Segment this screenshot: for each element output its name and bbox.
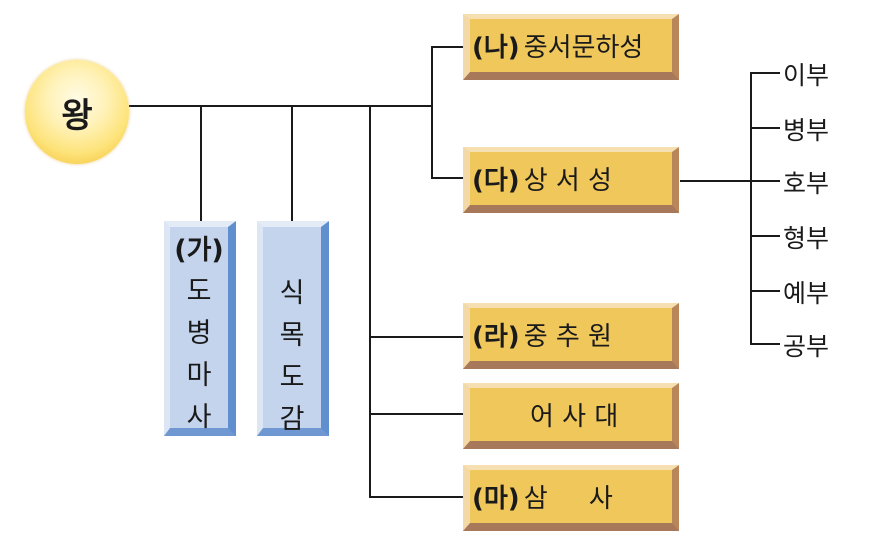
connector-na xyxy=(431,46,466,48)
ministry-tick xyxy=(750,235,780,237)
node-tag: (가) xyxy=(174,235,224,266)
node-label: 어 사 대 xyxy=(530,402,619,432)
ministries-vertical xyxy=(750,72,752,344)
ministry-yebu: 예부 xyxy=(783,279,830,308)
king-node: 왕 xyxy=(25,60,129,164)
ministry-tick xyxy=(750,343,780,345)
node-jungchuwon: (라) 중 추 원 xyxy=(463,303,679,369)
node-dobyeongmasa: (가) 도 병 마 사 xyxy=(164,221,236,436)
ministry-byeongbu: 병부 xyxy=(783,116,830,145)
node-char: 감 xyxy=(279,404,305,435)
branch-lower-vertical xyxy=(369,105,371,498)
node-tag: (라) xyxy=(472,322,520,352)
node-sangseoseong: (다) 상 서 성 xyxy=(463,147,679,213)
node-tag: (나) xyxy=(472,33,520,63)
node-char: 마 xyxy=(186,360,212,391)
connector-sikmokdogam xyxy=(291,105,293,223)
node-char: 도 xyxy=(279,362,305,393)
node-char: 목 xyxy=(279,320,305,351)
connector-ma xyxy=(369,496,466,498)
ministry-ibu: 이부 xyxy=(783,61,830,90)
king-main-line xyxy=(129,105,433,107)
node-samsa: (마) 삼 사 xyxy=(463,465,679,531)
node-tag: (마) xyxy=(472,484,520,514)
ministry-tick xyxy=(750,127,780,129)
ministry-tick xyxy=(750,180,780,182)
node-label: 중 추 원 xyxy=(523,322,612,352)
node-char: 도 xyxy=(186,276,212,307)
ministry-tick xyxy=(750,72,780,74)
ministry-gongbu: 공부 xyxy=(783,332,830,361)
node-label: 상 서 성 xyxy=(523,166,612,196)
node-label: 중서문하성 xyxy=(523,33,644,63)
branch-top-vertical xyxy=(431,46,433,179)
connector-sangseoseong-ministries xyxy=(680,180,752,182)
ministry-hyeongbu: 형부 xyxy=(783,224,830,253)
node-jungseomunhaseong: (나) 중서문하성 xyxy=(463,14,679,80)
connector-eosadae xyxy=(369,413,466,415)
node-tag: (다) xyxy=(472,166,520,196)
ministry-tick xyxy=(750,290,780,292)
node-eosadae: 어 사 대 xyxy=(463,383,679,449)
node-char: 사 xyxy=(186,402,212,433)
node-char: 식 xyxy=(279,278,305,309)
ministry-hobu: 호부 xyxy=(783,169,830,198)
node-char: 병 xyxy=(186,318,212,349)
king-label: 왕 xyxy=(61,95,93,136)
connector-ga xyxy=(200,105,202,223)
connector-da xyxy=(431,177,466,179)
node-sikmokdogam: 식 목 도 감 xyxy=(257,221,329,436)
node-label: 삼 사 xyxy=(523,484,613,514)
connector-ra xyxy=(369,336,466,338)
